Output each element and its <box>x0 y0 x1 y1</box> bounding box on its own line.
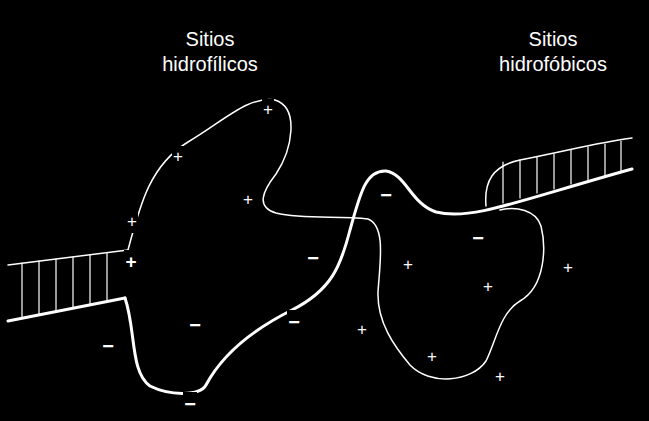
charge-sign: + <box>126 211 138 232</box>
section-title: Sitios hidrofílicos <box>144 27 276 77</box>
charge-sign: + <box>482 276 494 297</box>
charge-sign: + <box>242 189 254 210</box>
charge-sign: − <box>471 226 485 251</box>
charge-sign: + <box>124 250 137 274</box>
charge-sign: − <box>188 313 202 338</box>
charge-sign: − <box>183 392 197 417</box>
section-title: Sitios hidrofóbicos <box>485 27 622 77</box>
charge-sign: − <box>379 183 393 208</box>
charge-sign: + <box>426 346 438 367</box>
charge-sign: − <box>287 310 301 335</box>
membrane-top-line <box>8 250 128 265</box>
charge-sign: + <box>494 366 506 387</box>
charge-sign: + <box>402 254 414 275</box>
charge-sign: + <box>172 146 184 167</box>
membrane-hatch <box>503 141 621 203</box>
membrane-hatch <box>22 253 107 318</box>
charge-sign: + <box>356 319 368 340</box>
charge-sign: + <box>262 99 274 120</box>
membrane-top-line <box>486 138 632 206</box>
charge-sign: + <box>562 257 574 278</box>
charge-sign: − <box>101 334 115 359</box>
molecule-thick-outline <box>125 169 632 393</box>
charge-sign: − <box>306 246 320 271</box>
molecule-outline <box>128 100 544 379</box>
